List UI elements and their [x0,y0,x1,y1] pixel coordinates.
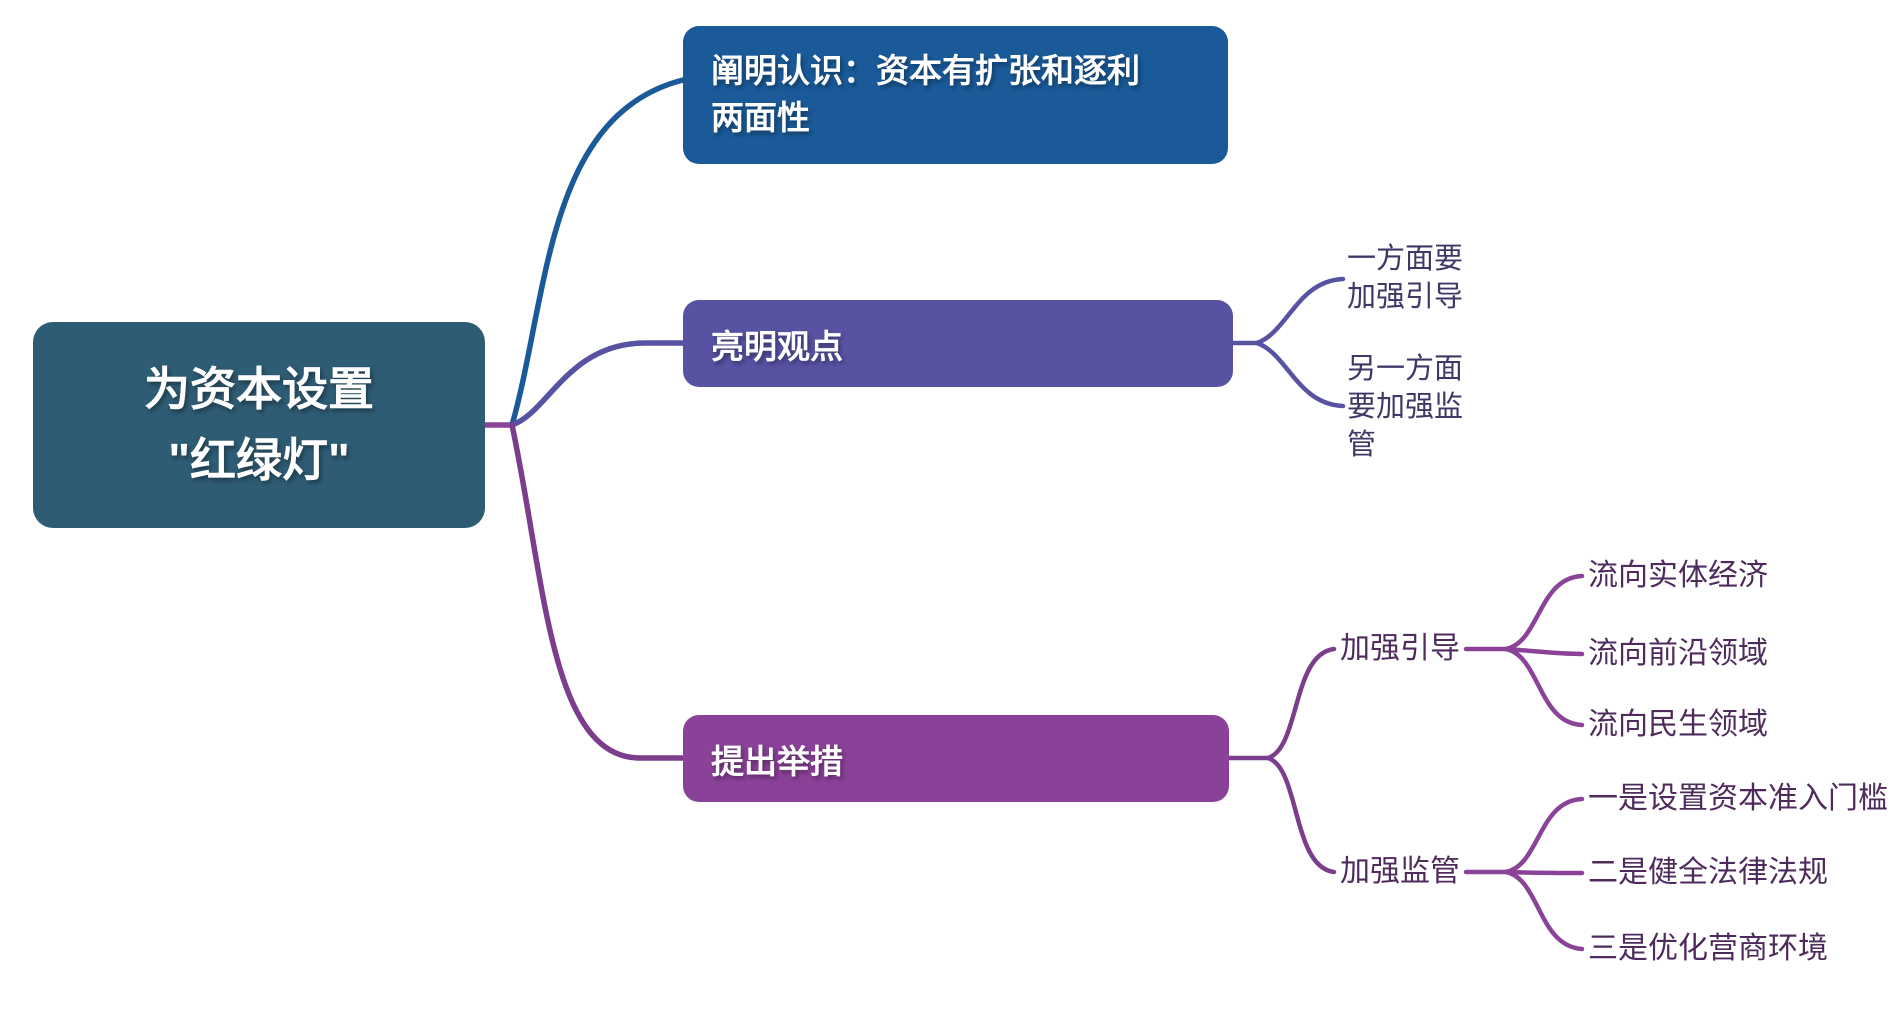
root-node[interactable]: 为资本设置 "红绿灯" [33,322,485,528]
branch-node-understanding[interactable]: 阐明认识：资本有扩张和逐利 两面性 [683,26,1228,164]
connector-root-to-branch1 [509,77,686,428]
connector-supervise-leaf1 [1503,796,1585,875]
branch-node-viewpoint[interactable]: 亮明观点 [683,300,1233,387]
connector-root-to-branch3 [509,422,686,761]
connector-guide-leaf3 [1503,646,1585,728]
connector-branch2-child1 [1254,276,1346,346]
connector-branch2-child2 [1254,340,1346,409]
leaf-node-flow-frontier-fields[interactable]: 流向前沿领域 [1588,637,1768,670]
connector-branch3-child2 [1265,755,1337,875]
child-node-strengthen-supervision-aspect[interactable]: 另一方面要加强监管 [1347,353,1464,461]
connector-supervise-leaf3 [1503,869,1585,952]
child-node-strengthen-guidance-aspect[interactable]: 一方面要 加强引导 [1347,243,1464,313]
child-node-strengthen-guidance[interactable]: 加强引导 [1340,632,1460,665]
connector-guide-leaf2 [1503,646,1585,657]
connector-guide-leaf1 [1503,573,1585,652]
connector-supervise-leaf2 [1503,869,1585,876]
leaf-node-capital-entry-threshold[interactable]: 一是设置资本准入门槛 [1588,782,1888,815]
connector-root-to-branch2 [509,340,686,428]
leaf-node-improve-laws[interactable]: 二是健全法律法规 [1588,856,1828,889]
leaf-node-flow-real-economy[interactable]: 流向实体经济 [1588,559,1768,592]
leaf-node-flow-livelihood-fields[interactable]: 流向民生领域 [1588,708,1768,741]
leaf-node-optimize-business-environment[interactable]: 三是优化营商环境 [1588,932,1828,965]
branch-node-measures[interactable]: 提出举措 [683,715,1229,802]
connector-branch3-child1 [1265,646,1337,761]
child-node-strengthen-supervision[interactable]: 加强监管 [1340,855,1460,888]
